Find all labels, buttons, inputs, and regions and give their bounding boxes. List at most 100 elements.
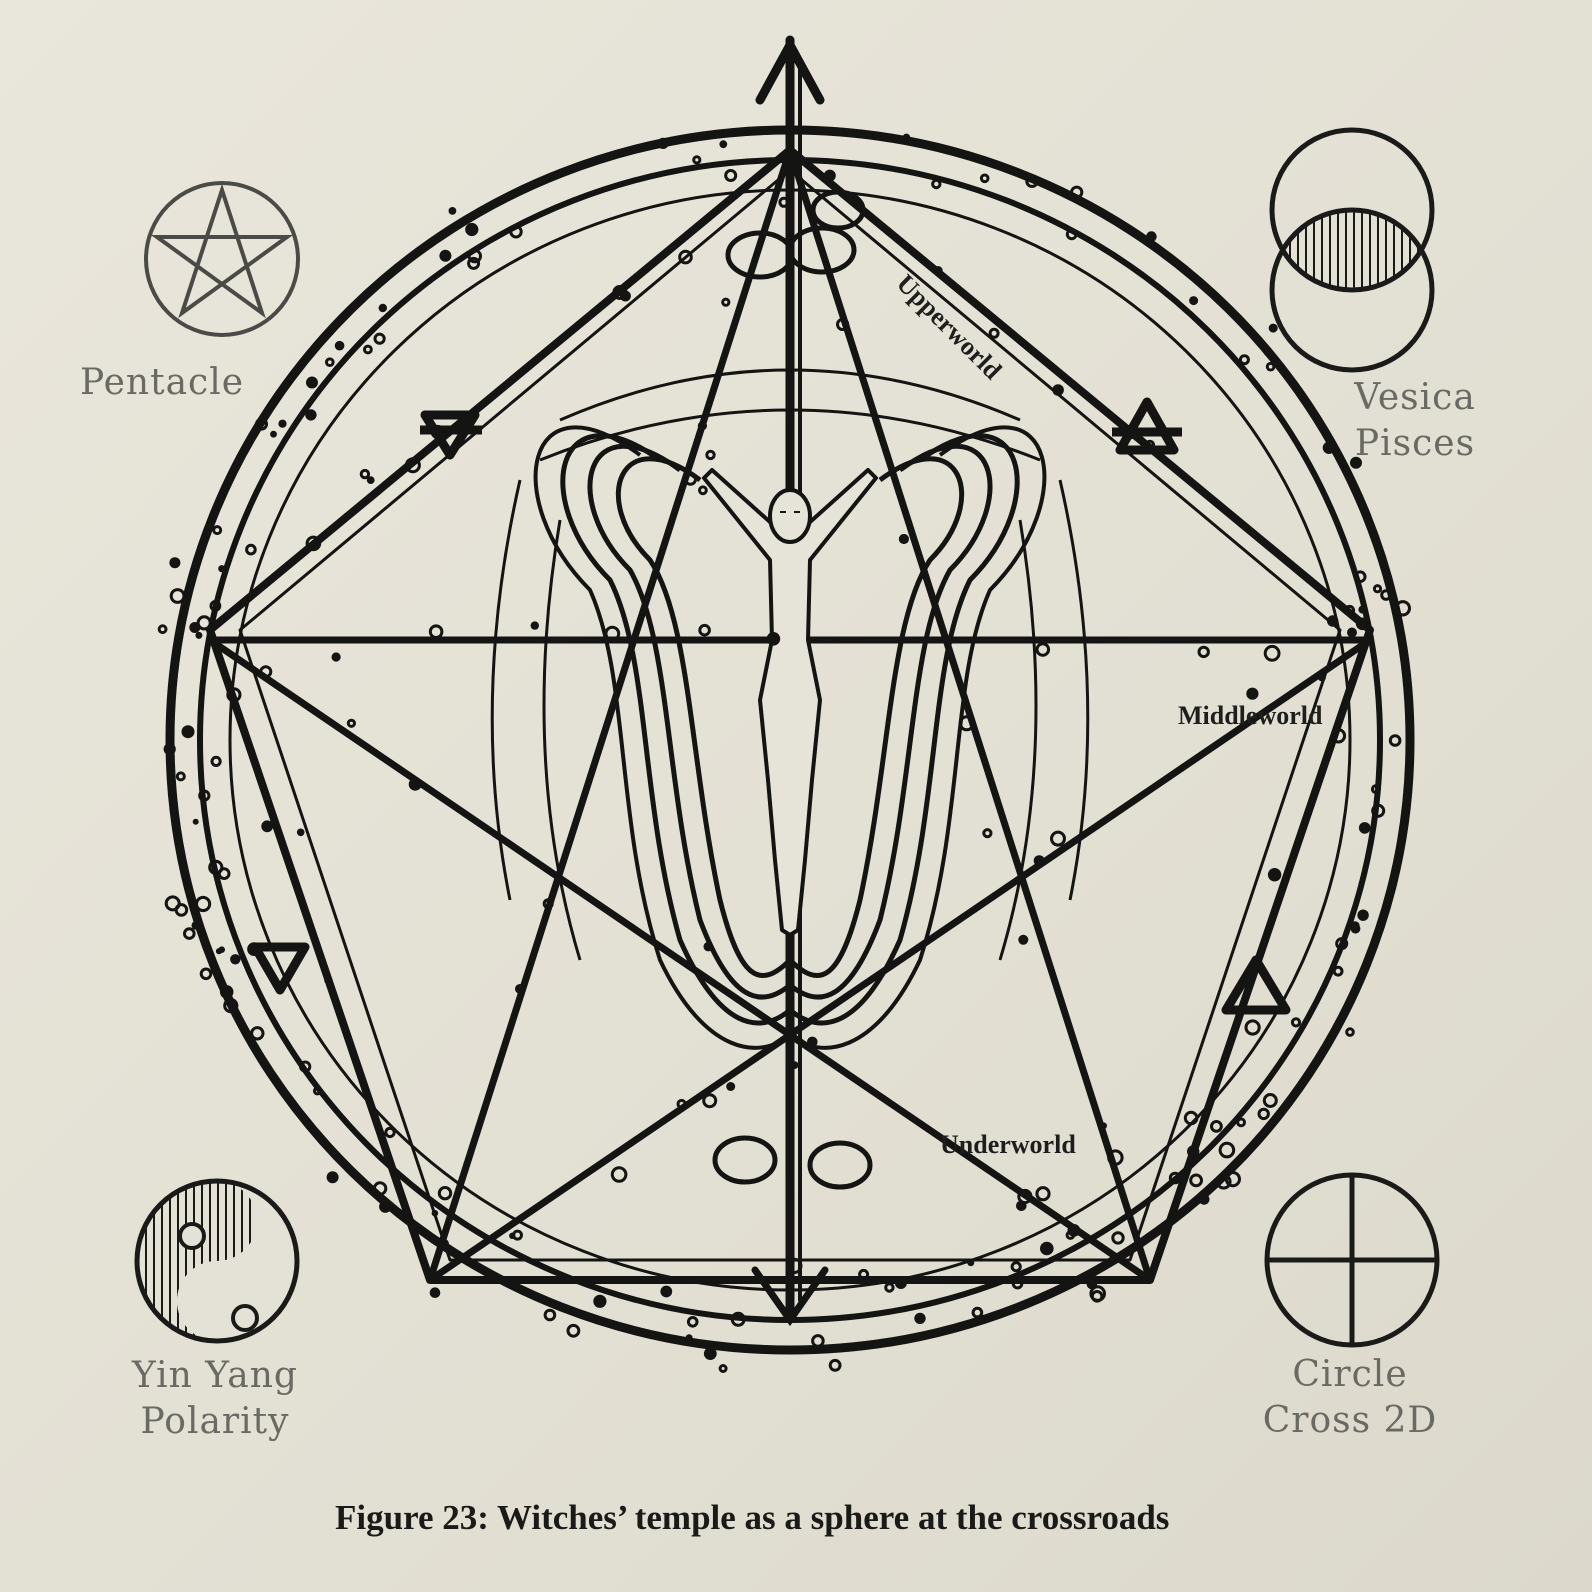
stone-dot [1344, 604, 1356, 616]
yinyang-label-line1: Yin Yang [132, 1355, 298, 1396]
stone-dot [778, 196, 790, 208]
stone-dot [1317, 673, 1326, 682]
stone-dot [726, 1082, 736, 1091]
yin-yang-icon [134, 1178, 300, 1344]
stone-dot [894, 1277, 907, 1289]
vesica-label-line2: Pisces [1354, 423, 1476, 464]
stone-dot [730, 1311, 746, 1327]
stone-dot [278, 419, 287, 428]
stone-dot [898, 533, 910, 545]
stone-dot [324, 977, 332, 985]
stone-dot [1218, 1141, 1236, 1159]
circlecross-label-line1: Circle [1292, 1354, 1408, 1395]
stone-dot [807, 1036, 818, 1048]
stone-dot [312, 1086, 322, 1096]
stone-dot [175, 771, 186, 782]
stone-dot [210, 755, 222, 768]
pentacle-icon [144, 181, 300, 337]
stone-dot [719, 140, 728, 149]
stone-dot [384, 1126, 396, 1139]
stone-dot [261, 820, 274, 833]
stone-dot [858, 1268, 870, 1280]
stone-dot [431, 1209, 439, 1217]
stone-dot [255, 417, 268, 431]
stone-dot [430, 424, 445, 440]
stone-dot [1394, 600, 1412, 617]
stone-dot [219, 985, 234, 999]
stone-dot [359, 468, 371, 480]
stone-dot [1010, 1261, 1022, 1273]
circle-cross-icon [1264, 1172, 1440, 1348]
stone-dot [1183, 1110, 1199, 1126]
stone-dot [884, 1282, 895, 1293]
vesica-piscis-icon [1269, 127, 1435, 373]
stone-dot [181, 725, 195, 739]
stone-dot [1332, 965, 1344, 977]
stone-dot [439, 1238, 449, 1249]
stone-dot [373, 332, 386, 345]
stone-dot [979, 173, 990, 184]
stone-dot [1371, 803, 1386, 818]
stone-dot [212, 525, 223, 536]
stone-dot [515, 984, 525, 994]
stone-dot [931, 178, 942, 190]
stone-dot [982, 828, 993, 839]
stone-dot [1033, 855, 1045, 867]
stone-dot [326, 1171, 339, 1184]
earth-symbol-icon [420, 410, 482, 460]
stone-dot [1197, 645, 1210, 659]
stone-dot [379, 1200, 392, 1213]
stone-dot [226, 687, 242, 703]
stone-dot [914, 1312, 926, 1325]
stone-dot [703, 941, 714, 952]
stone-dot [465, 222, 479, 237]
stone-dot [467, 256, 481, 270]
stone-dot [1322, 441, 1336, 454]
stone-dot [828, 1358, 842, 1372]
stone-dot [1067, 1224, 1081, 1237]
aura-lines [533, 425, 1047, 1050]
stone-dot [198, 789, 211, 802]
stone-dot [1388, 734, 1402, 747]
stone-dot [1265, 361, 1276, 372]
stone-dot [437, 1186, 453, 1201]
vesica-label-line1: Vesica [1354, 377, 1476, 418]
stone-dot [1357, 909, 1369, 921]
stone-dot [245, 543, 257, 556]
stone-dot [325, 357, 335, 368]
stone-dot [1263, 347, 1273, 357]
stone-dot [1035, 1295, 1043, 1303]
circlecross-label-line2: Cross 2D [1262, 1400, 1438, 1441]
stone-dot [306, 376, 318, 389]
stone-dot [1290, 1017, 1302, 1028]
stone-dot [657, 137, 669, 149]
stone-dot [428, 624, 444, 640]
stone-dot [1380, 589, 1392, 601]
stone-dot [439, 249, 452, 262]
stone-dot [1246, 687, 1259, 700]
stone-dot [1035, 1186, 1051, 1202]
stone-dot [1347, 627, 1357, 638]
stone-dot [676, 1098, 687, 1110]
stone-dot [786, 1257, 803, 1275]
yinyang-label: Yin Yang Polarity [110, 1358, 320, 1440]
stone-dot [697, 421, 708, 431]
stone-dot [684, 472, 697, 486]
stone-dot [259, 665, 273, 679]
stone-dot [191, 921, 201, 930]
stone-dot [902, 133, 911, 142]
stone-dot [612, 285, 628, 300]
stone-dot [163, 743, 176, 756]
stone-dot [1355, 617, 1369, 631]
stone-dot [1011, 1277, 1024, 1290]
stone-dot [1146, 231, 1157, 242]
stone-dot [1144, 439, 1156, 451]
vesica-label: Vesica Pisces [1340, 380, 1490, 462]
stone-dot [192, 818, 199, 825]
stone-dot [404, 457, 421, 474]
stone-dot [1187, 1145, 1200, 1158]
stone-dot [215, 948, 223, 955]
stone-dot [1268, 323, 1278, 333]
